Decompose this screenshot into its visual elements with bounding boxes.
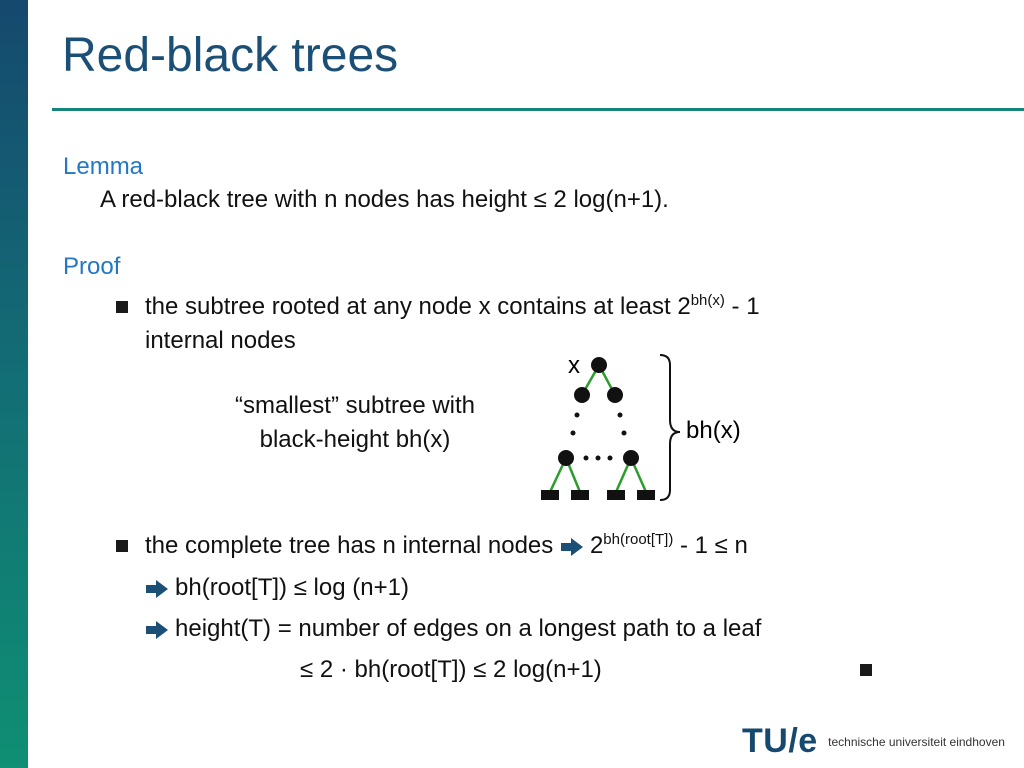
end-of-proof-icon (860, 664, 872, 676)
sub-point-2: height(T) = number of edges on a longest… (145, 615, 761, 643)
bottom-left-node (558, 450, 574, 466)
bottom-right-node (623, 450, 639, 466)
height-brace (659, 354, 681, 501)
institution-name: technische universiteit eindhoven (828, 734, 1005, 749)
tue-logo-mark: TU/e (742, 722, 818, 760)
lemma-statement: A red-black tree with n nodes has height… (100, 186, 669, 213)
caption-line-2: black-height bh(x) (259, 426, 451, 453)
diagram-caption: “smallest” subtree with black-height bh(… (200, 389, 510, 457)
bullet-2-tail: - 1 ≤ n (673, 532, 748, 559)
left-accent-bar (0, 0, 28, 768)
root-node (591, 357, 607, 373)
tree-nodes (558, 357, 639, 466)
implies-arrow-icon (560, 537, 583, 556)
implies-arrow-icon (146, 620, 168, 639)
sub-point-2-text: height(T) = number of edges on a longest… (175, 615, 762, 642)
bullet-square-icon (116, 540, 128, 552)
right-child-node (607, 387, 623, 403)
smallest-subtree-diagram: x bh(x) (541, 352, 741, 501)
title-divider (52, 108, 1024, 111)
bullet-1-exponent: bh(x) (690, 292, 725, 309)
node-x-label: x (568, 352, 580, 379)
slide-title: Red-black trees (62, 29, 399, 82)
lemma-heading: Lemma (63, 153, 144, 180)
proof-heading: Proof (63, 253, 121, 280)
left-child-node (574, 387, 590, 403)
sub-point-1: bh(root[T]) ≤ log (n+1) (145, 574, 409, 602)
tree-edges (548, 364, 648, 493)
ellipsis-dots (570, 412, 627, 461)
bullet-1-text: the subtree rooted at any node x contain… (145, 293, 691, 320)
bullet-2-exponent: bh(root[T]) (603, 531, 674, 548)
implies-arrow-icon (146, 579, 168, 598)
bullet-square-icon (116, 301, 128, 313)
bullet-2-base: 2 (589, 532, 604, 559)
caption-line-1: “smallest” subtree with (234, 392, 476, 419)
tue-logo: TU/e technische universiteit eindhoven (742, 722, 1005, 761)
bullet-2-line: the complete tree has n internal nodes 2… (145, 532, 748, 560)
bullet-1-tail: - 1 (724, 293, 760, 320)
bullet-1-line-2: internal nodes (145, 327, 296, 354)
sub-point-1-text: bh(root[T]) ≤ log (n+1) (175, 574, 409, 601)
leaf-squares (541, 490, 655, 500)
final-inequality: ≤ 2 · bh(root[T]) ≤ 2 log(n+1) (300, 656, 602, 683)
bullet-2-text: the complete tree has n internal nodes (145, 532, 554, 559)
black-height-label: bh(x) (686, 417, 741, 444)
bullet-1-line-1: the subtree rooted at any node x contain… (145, 293, 760, 321)
